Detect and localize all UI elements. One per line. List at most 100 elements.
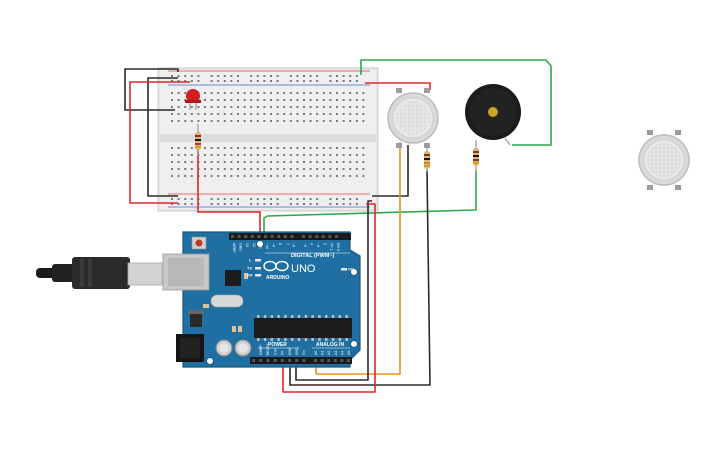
bb-hole <box>171 75 173 77</box>
bb-hole <box>289 106 292 108</box>
header-pin[interactable] <box>252 359 255 362</box>
header-pin[interactable] <box>288 359 291 362</box>
bb-hole <box>342 106 345 108</box>
bb-hole <box>204 147 206 149</box>
header-pin[interactable] <box>320 359 324 362</box>
chip-pin <box>318 315 321 318</box>
wire-red-left[interactable] <box>129 81 190 204</box>
header-pin[interactable] <box>295 359 299 362</box>
bb-hole <box>237 154 239 156</box>
header-pin[interactable] <box>277 235 281 238</box>
bb-hole <box>204 113 206 115</box>
header-pin[interactable] <box>257 235 261 238</box>
header-pin[interactable] <box>315 235 319 238</box>
header-pin[interactable] <box>340 359 344 362</box>
bb-hole <box>237 80 239 82</box>
bb-hole <box>336 198 338 200</box>
bb-hole <box>263 168 266 170</box>
header-pin[interactable] <box>280 359 284 362</box>
bb-hole <box>322 161 325 163</box>
analog-pin-label: A1 <box>321 351 325 355</box>
digital-header[interactable] <box>229 233 351 240</box>
bb-hole <box>217 80 220 82</box>
header-pin[interactable] <box>270 235 274 238</box>
header-pin[interactable] <box>333 359 337 362</box>
header-pin[interactable] <box>328 235 332 238</box>
bb-hole <box>230 80 233 82</box>
bb-hole <box>362 120 365 122</box>
header-pin[interactable] <box>231 235 234 238</box>
header-pin[interactable] <box>266 359 270 362</box>
bb-hole <box>329 161 332 163</box>
header-pin[interactable] <box>283 235 287 238</box>
bb-hole <box>322 147 325 149</box>
bb-hole <box>237 161 239 163</box>
wire-red-rail-5v[interactable] <box>282 203 376 393</box>
wire-black-left-outer[interactable] <box>124 68 179 111</box>
chip-pin <box>257 315 260 318</box>
bb-hole <box>217 99 220 101</box>
wire-black-sensor[interactable] <box>372 145 409 197</box>
bb-hole <box>177 175 180 177</box>
bb-hole <box>171 106 173 108</box>
gas-sensor[interactable] <box>387 88 439 148</box>
header-pin[interactable] <box>237 235 241 238</box>
header-pin[interactable] <box>290 235 294 238</box>
header-pin[interactable] <box>314 359 317 362</box>
bb-hole <box>276 147 279 149</box>
bb-hole <box>217 75 220 77</box>
wire-green-buzzer[interactable] <box>360 59 552 146</box>
chip-pin <box>257 338 260 341</box>
header-pin[interactable] <box>259 359 263 362</box>
bb-hole <box>349 161 352 163</box>
bb-hole <box>204 161 206 163</box>
wire-green-to-pin[interactable] <box>263 170 477 232</box>
bb-hole <box>270 106 272 108</box>
header-pin[interactable] <box>347 359 350 362</box>
header-pin[interactable] <box>273 359 277 362</box>
bb-hole <box>197 113 200 115</box>
header-pin[interactable] <box>244 235 248 238</box>
bb-hole <box>296 99 299 101</box>
bb-hole <box>342 198 345 200</box>
bb-hole <box>256 161 259 163</box>
buzzer-resistor[interactable] <box>473 140 479 172</box>
bb-hole <box>362 99 365 101</box>
header-pin[interactable] <box>302 235 305 238</box>
header-pin[interactable] <box>327 359 331 362</box>
wire-red-rail-to-sensor[interactable] <box>365 82 431 90</box>
red-led[interactable] <box>185 89 201 110</box>
bb-hole <box>171 147 173 149</box>
analog-pin-label: A2 <box>327 351 331 355</box>
led-resistor[interactable] <box>195 124 201 156</box>
atmega-pins <box>257 315 348 341</box>
header-pin[interactable] <box>264 235 267 238</box>
analog-header[interactable] <box>311 357 352 364</box>
bb-hole <box>276 198 279 200</box>
header-pin[interactable] <box>250 235 254 238</box>
digital-label: DIGITAL (PWM~) <box>291 253 335 259</box>
bb-hole <box>171 203 173 205</box>
piezo-buzzer[interactable] <box>465 84 521 146</box>
header-pin[interactable] <box>335 235 338 238</box>
wire-black-left-inner[interactable] <box>147 77 178 197</box>
bb-hole <box>197 80 200 82</box>
bb-hole <box>243 175 246 177</box>
usb-cable[interactable] <box>36 257 163 289</box>
digital-pin-label: ~11 <box>258 243 262 249</box>
bb-hole <box>349 147 352 149</box>
wire-black-long[interactable] <box>289 169 431 386</box>
wire-black-rail-gnd[interactable] <box>295 200 372 381</box>
bb-hole <box>296 147 299 149</box>
bb-hole <box>204 99 206 101</box>
wire-red-led-to-pin13[interactable] <box>197 150 261 232</box>
sensor-resistor[interactable] <box>424 145 430 172</box>
header-pin[interactable] <box>321 235 325 238</box>
header-pin[interactable] <box>308 235 312 238</box>
chip-pin <box>284 338 287 341</box>
gas-sensor-spare[interactable] <box>638 130 690 190</box>
header-pin[interactable] <box>302 359 306 362</box>
bb-hole <box>263 198 266 200</box>
